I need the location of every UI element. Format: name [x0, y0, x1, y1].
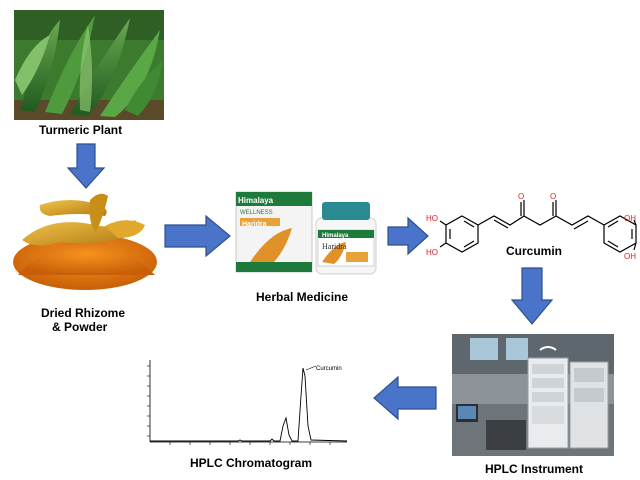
rhizome-label-line2: & Powder: [52, 320, 108, 334]
curcumin-structure: [439, 200, 637, 253]
peak-leader-line: [305, 365, 317, 371]
curcumin-atom-oh-bottom: OH: [624, 252, 636, 261]
curcumin-atom-o-left: O: [518, 192, 525, 201]
curcumin-atom-ho-bottom: HO: [426, 248, 438, 257]
arrow-medicine-to-curcumin: [387, 216, 429, 256]
hplc-instrument-photo: [452, 334, 614, 456]
bottle-product-text: Haridra: [322, 242, 347, 251]
box-product-text: Haridra: [242, 221, 267, 228]
turmeric-plant-label: Turmeric Plant: [39, 123, 123, 137]
arrow-curcumin-to-instrument: [510, 267, 554, 325]
arrow-instrument-to-chromatogram: [373, 375, 437, 421]
chromatogram-trace: [150, 367, 348, 442]
hplc-chromatogram-plot: [147, 360, 348, 445]
herbal-medicine-label: Herbal Medicine: [256, 290, 349, 304]
curcumin-label: Curcumin: [506, 244, 563, 258]
chromatogram-peak-label: Curcumin: [316, 366, 342, 372]
hplc-instrument-label: HPLC Instrument: [485, 462, 584, 476]
rhizome-label-line1: Dried Rhizome: [41, 306, 126, 320]
herbal-medicine-photo: [235, 191, 377, 275]
turmeric-plant-photo: [14, 10, 164, 120]
curcumin-atom-ho-top: HO: [426, 214, 438, 223]
hplc-chromatogram-label: HPLC Chromatogram: [190, 456, 313, 470]
rhizome-powder-photo: [13, 193, 157, 290]
box-brand-text: Himalaya: [238, 196, 274, 205]
curcumin-atom-oh-top: OH: [624, 214, 636, 223]
box-sub-text: WELLNESS: [240, 210, 273, 216]
bottle-brand-text: Himalaya: [322, 233, 349, 239]
arrow-plant-to-rhizome: [66, 143, 106, 189]
curcumin-atom-o-right: O: [550, 192, 557, 201]
arrow-rhizome-to-medicine: [164, 214, 231, 258]
